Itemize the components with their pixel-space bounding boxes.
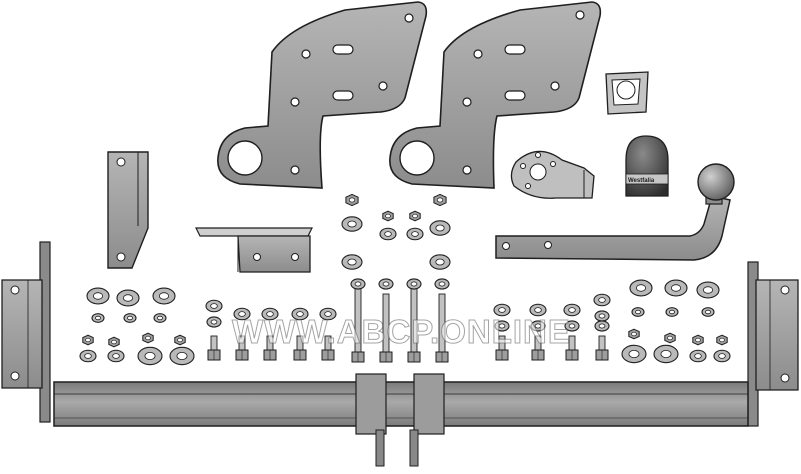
washer xyxy=(261,307,279,321)
ball-cover-brand-label: Westfalia xyxy=(628,178,655,184)
nut xyxy=(692,334,704,346)
washer xyxy=(341,254,363,270)
washer xyxy=(563,303,581,317)
nut xyxy=(409,210,421,222)
hardware-set xyxy=(79,193,731,366)
short-bolt xyxy=(565,335,579,361)
washer xyxy=(379,227,397,241)
washer xyxy=(233,307,251,321)
washer xyxy=(594,310,610,322)
washer xyxy=(169,346,195,366)
end-bracket-left xyxy=(1,241,51,423)
washer xyxy=(86,287,110,305)
short-bolt xyxy=(293,335,307,361)
nut xyxy=(628,328,640,340)
nut xyxy=(142,332,154,344)
washer xyxy=(378,278,394,290)
long-bolt xyxy=(379,293,393,363)
washer xyxy=(594,320,610,332)
short-bolt xyxy=(531,335,545,361)
short-bolt xyxy=(263,335,277,361)
washer xyxy=(152,287,176,305)
cross-beam xyxy=(53,381,749,427)
clip-bracket xyxy=(605,71,649,115)
nut xyxy=(716,334,728,346)
short-bolt xyxy=(595,335,609,361)
washer xyxy=(665,307,679,317)
washer xyxy=(116,289,140,307)
nut xyxy=(174,334,186,346)
washer xyxy=(406,227,424,241)
washer xyxy=(350,278,366,290)
washer xyxy=(653,344,679,364)
nut xyxy=(108,336,120,348)
washer xyxy=(713,349,731,363)
tow-ball-neck xyxy=(495,163,735,261)
short-bolt xyxy=(207,335,221,361)
short-bolt xyxy=(495,335,509,361)
ball-cover-cap: Westfalia xyxy=(625,135,669,197)
socket-plate xyxy=(510,150,595,199)
nut xyxy=(382,210,394,222)
short-bolt xyxy=(235,335,249,361)
washer xyxy=(137,346,163,366)
nut xyxy=(82,334,94,346)
washer xyxy=(564,320,580,332)
washer xyxy=(434,278,450,290)
nut xyxy=(345,193,359,207)
right-mounting-plate xyxy=(389,1,602,189)
washer xyxy=(107,349,125,363)
washer xyxy=(206,316,222,328)
washer xyxy=(429,220,451,236)
washer xyxy=(494,320,510,332)
nut xyxy=(433,193,447,207)
short-bolt xyxy=(321,335,335,361)
washer xyxy=(631,307,645,317)
washer xyxy=(629,279,653,297)
washer xyxy=(701,307,715,317)
washer xyxy=(91,313,105,323)
washer xyxy=(123,313,137,323)
washer xyxy=(406,278,422,290)
washer xyxy=(530,320,546,332)
washer xyxy=(689,349,707,363)
left-mounting-plate xyxy=(217,1,428,189)
washer xyxy=(153,313,167,323)
washer xyxy=(429,254,451,270)
long-bolt xyxy=(435,293,449,363)
washer xyxy=(529,303,547,317)
long-bolt xyxy=(407,283,421,363)
washer xyxy=(664,279,688,297)
tow-ball xyxy=(697,163,735,201)
washer xyxy=(621,344,647,364)
washer xyxy=(291,307,309,321)
washer xyxy=(593,293,611,307)
washer xyxy=(319,307,337,321)
receiver-brackets xyxy=(355,373,445,467)
long-bolt xyxy=(351,283,365,363)
nut xyxy=(664,332,676,344)
washer xyxy=(696,281,720,299)
washer xyxy=(205,299,223,313)
washer xyxy=(341,216,363,232)
angle-bracket xyxy=(195,227,313,273)
washer xyxy=(493,303,511,317)
washer xyxy=(79,349,97,363)
vertical-bracket xyxy=(107,151,149,269)
end-bracket-right xyxy=(747,261,799,427)
